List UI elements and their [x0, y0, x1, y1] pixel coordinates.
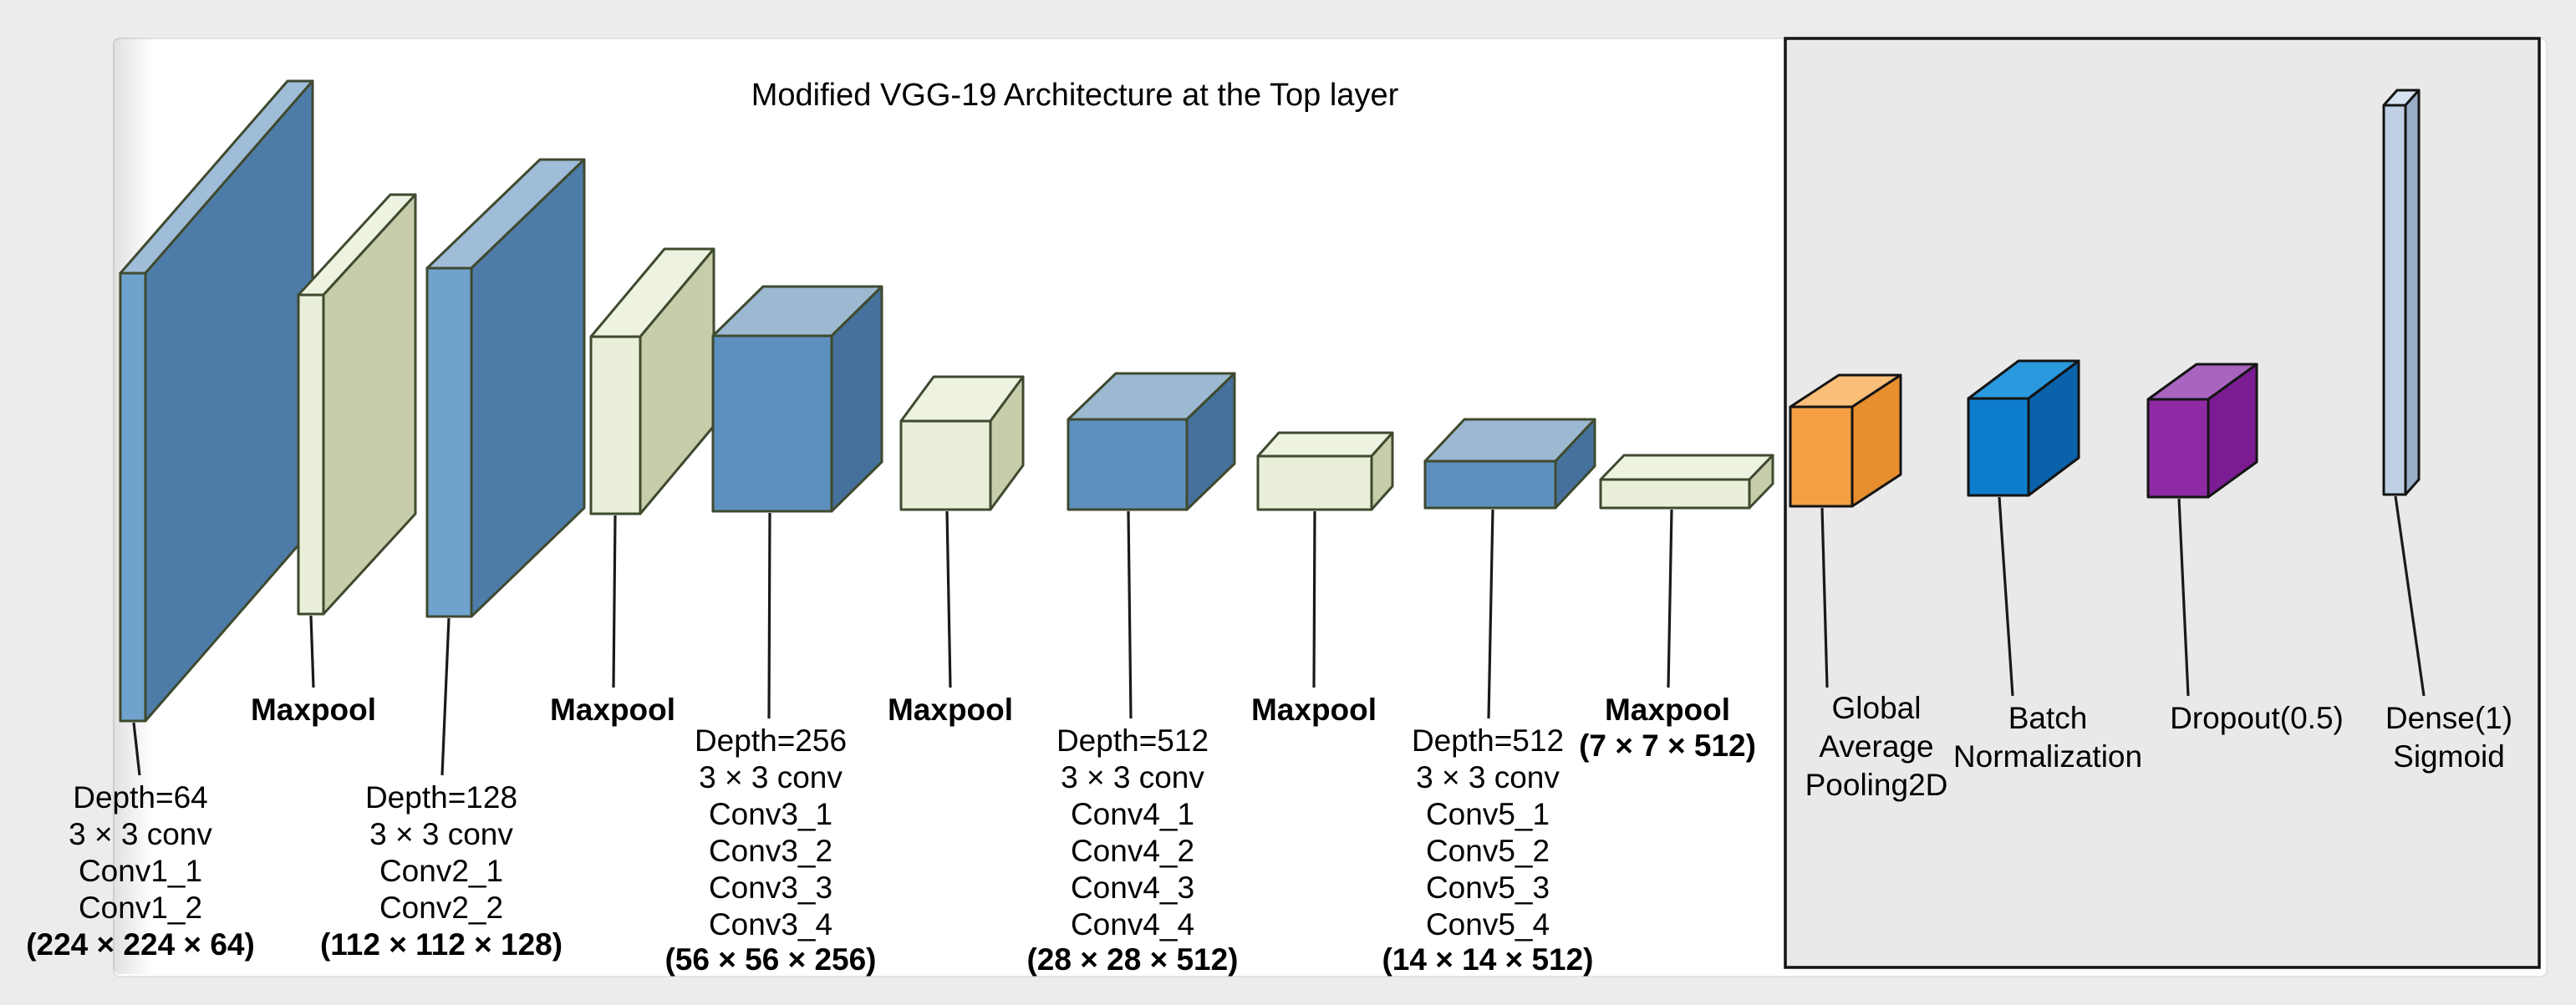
conv4-layer4-label: Conv4_4: [1070, 907, 1195, 942]
conv1-dims-label: (224 × 224 × 64): [26, 927, 255, 962]
bn-label-line1: Batch: [2008, 701, 2088, 735]
connector-maxpool4: [1312, 510, 1316, 688]
layer-conv4: [1067, 372, 1236, 511]
connector-conv4: [1127, 510, 1133, 719]
bn-label-line2: Normalization: [1952, 739, 2143, 774]
conv3-dims-label: (56 × 56 × 256): [664, 942, 877, 977]
conv3-layer3-label: Conv3_3: [708, 870, 833, 905]
maxpool3-label: Maxpool: [887, 693, 1014, 727]
maxpool5-dims-label: (7 × 7 × 512): [1579, 728, 1756, 763]
conv1-side-face: [144, 79, 314, 723]
layer-dense-sigmoid: [2382, 89, 2421, 496]
connector-dropout: [2177, 498, 2190, 697]
conv4-dims-label: (28 × 28 × 512): [1026, 942, 1239, 977]
conv5-front-face: [1423, 459, 1557, 510]
connector-maxpool5: [1667, 509, 1673, 688]
connector-dense: [2394, 495, 2426, 697]
connector-conv2: [440, 617, 451, 776]
gap-front-face: [1789, 405, 1854, 508]
connector-maxpool2: [612, 515, 617, 688]
layer-batch-normalization: [1967, 359, 2080, 497]
dense-label-line2: Sigmoid: [2393, 739, 2505, 774]
connector-batch-normalization: [1998, 496, 2014, 697]
layer-global-average-pooling: [1789, 373, 1902, 508]
maxpool4-label: Maxpool: [1250, 693, 1377, 727]
connector-maxpool1: [309, 615, 315, 688]
conv1-kernel-label: 3 × 3 conv: [69, 817, 212, 851]
dense-front-face: [2382, 104, 2407, 496]
conv2-layer2-label: Conv2_2: [379, 891, 504, 925]
conv3-layer1-label: Conv3_1: [708, 797, 833, 831]
gap-label-line1: Global: [1831, 691, 1922, 725]
maxpool4-front-face: [1256, 454, 1373, 511]
conv4-layer3-label: Conv4_3: [1070, 870, 1195, 905]
conv2-dims-label: (112 × 112 × 128): [319, 927, 563, 962]
maxpool1-front-face: [297, 293, 325, 616]
layer-conv1: [119, 79, 314, 723]
conv5-dims-label: (14 × 14 × 512): [1382, 942, 1594, 977]
maxpool3-front-face: [899, 419, 992, 511]
dense-label-line1: Dense(1): [2385, 701, 2513, 735]
conv5-layer3-label: Conv5_3: [1425, 870, 1550, 905]
layer-conv3: [711, 285, 883, 513]
conv3-kernel-label: 3 × 3 conv: [699, 760, 843, 794]
conv4-depth-label: Depth=512: [1056, 723, 1209, 758]
connector-conv5: [1487, 509, 1494, 719]
figure-title: Modified VGG-19 Architecture at the Top …: [751, 78, 1399, 113]
conv1-front-face: [119, 272, 147, 723]
maxpool5-front-face: [1599, 478, 1751, 510]
maxpool5-label: Maxpool: [1604, 693, 1731, 727]
conv1-layer1-label: Conv1_1: [78, 854, 203, 888]
conv2-kernel-label: 3 × 3 conv: [369, 817, 513, 851]
conv3-layer2-label: Conv3_2: [708, 834, 833, 868]
maxpool4-top-face: [1256, 431, 1394, 458]
layer-maxpool3: [899, 375, 1025, 511]
layer-conv5: [1423, 418, 1596, 510]
head-panel: [1784, 37, 2541, 969]
dropout-front-face: [2146, 398, 2210, 499]
layer-maxpool2: [589, 247, 715, 515]
connector-conv1: [132, 722, 141, 776]
conv5-layer4-label: Conv5_4: [1425, 907, 1550, 942]
conv5-layer2-label: Conv5_2: [1425, 834, 1550, 868]
gap-label-line3: Pooling2D: [1805, 768, 1948, 802]
maxpool2-front-face: [589, 335, 642, 515]
conv3-layer4-label: Conv3_4: [708, 907, 833, 942]
conv2-depth-label: Depth=128: [364, 780, 518, 815]
layer-dropout: [2146, 363, 2258, 499]
layer-maxpool4: [1256, 431, 1394, 511]
conv3-front-face: [711, 334, 833, 513]
conv5-depth-label: Depth=512: [1411, 723, 1565, 758]
conv2-layer1-label: Conv2_1: [379, 854, 504, 888]
conv1-depth-label: Depth=64: [73, 780, 208, 815]
conv4-front-face: [1067, 418, 1189, 511]
layer-maxpool5: [1599, 454, 1774, 510]
bn-front-face: [1967, 397, 2030, 497]
maxpool2-label: Maxpool: [549, 693, 676, 727]
conv2-front-face: [425, 266, 473, 618]
layer-conv2: [425, 158, 586, 618]
connector-maxpool3: [945, 510, 952, 688]
conv4-layer2-label: Conv4_2: [1070, 834, 1195, 868]
conv5-layer1-label: Conv5_1: [1425, 797, 1550, 831]
connector-global-average-pooling: [1820, 507, 1829, 688]
gap-label-line2: Average: [1819, 729, 1934, 764]
maxpool5-top-face: [1599, 454, 1774, 481]
layer-maxpool1: [297, 193, 417, 616]
connector-conv3: [767, 512, 771, 719]
conv4-kernel-label: 3 × 3 conv: [1061, 760, 1204, 794]
maxpool1-label: Maxpool: [250, 693, 377, 727]
conv5-kernel-label: 3 × 3 conv: [1416, 760, 1560, 794]
dropout-label: Dropout(0.5): [2170, 701, 2344, 735]
conv1-layer2-label: Conv1_2: [78, 891, 203, 925]
dense-side-face: [2404, 89, 2421, 496]
conv4-layer1-label: Conv4_1: [1070, 797, 1195, 831]
conv3-depth-label: Depth=256: [694, 723, 848, 758]
